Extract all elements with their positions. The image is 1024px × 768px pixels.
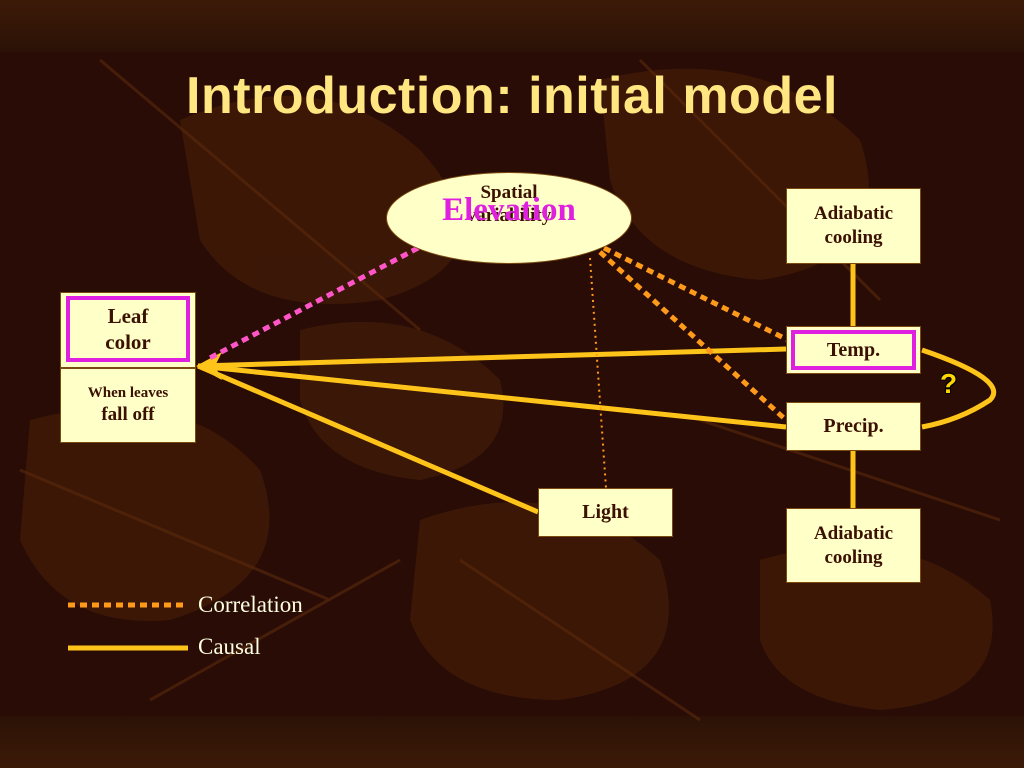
elevation-label: Elevation <box>442 192 576 228</box>
fall-off-label: fall off <box>101 404 155 425</box>
elevation-to-leaf-link <box>204 245 420 363</box>
elevation-ellipse <box>386 172 632 264</box>
leaf-color-box: Leaf color <box>66 296 190 362</box>
question-mark: ? <box>940 368 958 399</box>
slide-title: Introduction: initial model <box>186 67 838 125</box>
legend-correlation-label: Correlation <box>198 592 303 617</box>
leaf-color-label: Leaf color <box>105 303 151 354</box>
top-band <box>0 0 1024 52</box>
temp-box: Temp. <box>791 330 916 370</box>
adiabatic-cooling-top-box: Adiabatic cooling <box>786 188 921 264</box>
adiabatic-cooling-top-label: Adiabatic cooling <box>813 203 894 248</box>
light-label: Light <box>582 501 629 523</box>
arrowhead-leaf <box>196 352 222 380</box>
causal-light-to-leaf <box>197 363 539 515</box>
correlation-elevation-light <box>589 257 607 489</box>
temp-label: Temp. <box>826 338 881 361</box>
spatial-variability-label: Spatial variability <box>466 182 552 226</box>
legend-causal-label: Causal <box>198 634 261 659</box>
when-leaves-label: When leaves <box>87 385 169 402</box>
light-box: Light <box>538 488 673 537</box>
adiabatic-cooling-bottom-label: Adiabatic cooling <box>813 522 894 568</box>
causal-temp-to-leaf <box>197 346 787 369</box>
temp-precip-curve <box>921 347 997 430</box>
when-leaves-fall-box: When leaves fall off <box>60 368 196 443</box>
correlation-elevation-temp <box>602 245 790 343</box>
precip-box: Precip. <box>786 402 921 451</box>
adiabatic-cooling-bottom-box: Adiabatic cooling <box>786 508 921 583</box>
correlation-elevation-precip <box>598 250 788 422</box>
bottom-band <box>0 716 1024 768</box>
causal-precip-to-leaf <box>197 363 787 430</box>
precip-label: Precip. <box>823 415 884 437</box>
